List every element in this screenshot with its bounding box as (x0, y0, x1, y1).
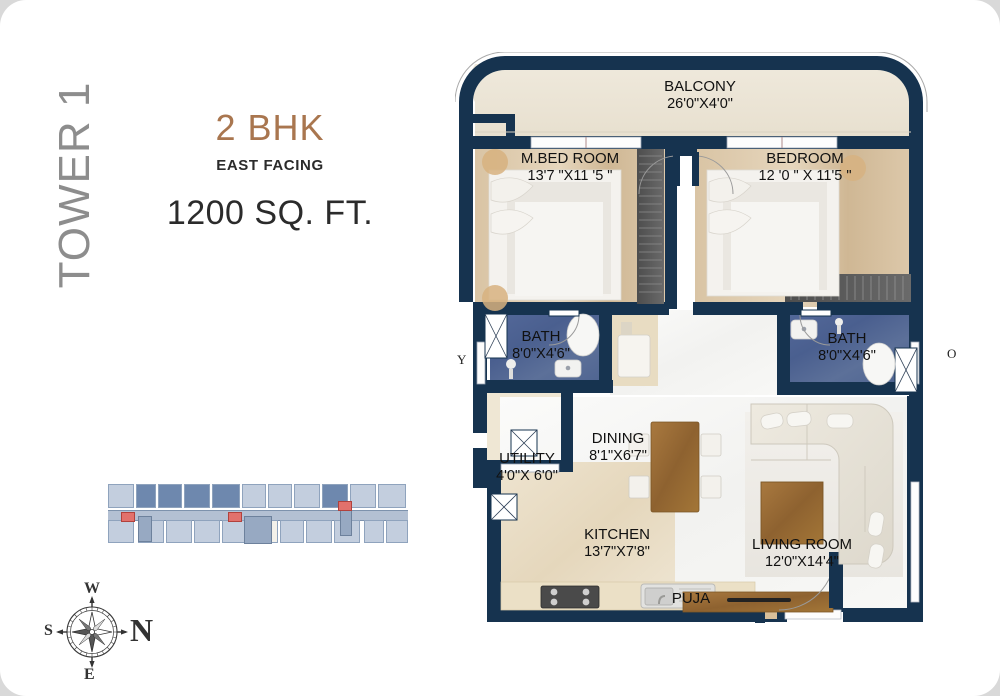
keyplan-core (244, 516, 272, 544)
keyplan-unit (268, 484, 292, 508)
bedroom2-door-swing (694, 155, 734, 195)
tv-unit (682, 591, 834, 613)
keyplan-unit (280, 520, 304, 543)
keyplan-unit (194, 520, 220, 543)
floor-plan-svg (455, 52, 928, 623)
master-door-swing (638, 155, 678, 195)
stove-icon (540, 585, 600, 609)
nightstand (482, 285, 508, 311)
keyplan-unit (322, 484, 348, 508)
compass-east-label: E (84, 666, 95, 683)
area-label: 1200 SQ. FT. (166, 193, 374, 232)
dining-set (628, 421, 722, 513)
unit-type-title: 2 BHK (215, 107, 325, 148)
keyplan-unit (350, 484, 376, 508)
wash-counter (617, 322, 651, 378)
keyplan-marker (338, 501, 352, 511)
tower-label: TOWER 1 (50, 81, 99, 289)
bath2-door-swing (799, 314, 831, 346)
keyplan-marker (121, 512, 135, 522)
keyplan-unit (136, 484, 156, 508)
keyplan-unit (306, 520, 332, 543)
keyplan-unit (242, 484, 266, 508)
living-sofa (750, 403, 894, 569)
compass-south-label: S (44, 622, 53, 639)
duct-hatch (484, 313, 918, 521)
keyplan-unit (108, 520, 134, 543)
edge-label-left: Y (457, 352, 467, 367)
keyplan-unit (294, 484, 320, 508)
nightstand (482, 149, 508, 175)
master-wardrobe (637, 149, 664, 304)
keyplan-unit (378, 484, 406, 508)
bath1-door-swing (548, 314, 580, 346)
bath1-fixtures (506, 313, 600, 379)
edge-label-right: O (947, 346, 957, 361)
facing-label: EAST FACING (216, 156, 324, 174)
bath-door-leafs (548, 309, 832, 317)
nightstand (840, 155, 866, 181)
door-leafs (673, 152, 837, 608)
title-block: 2 BHK EAST FACING 1200 SQ. FT. (120, 108, 420, 233)
keyplan-unit (166, 520, 192, 543)
compass-north-label: N (130, 612, 154, 648)
compass-rose: W E S N (44, 580, 168, 683)
keyplan-marker (228, 512, 242, 522)
balcony-floor (469, 64, 913, 142)
keyplan-unit (222, 520, 246, 543)
keyplan-unit (158, 484, 182, 508)
bedroom2-bed-furniture (706, 155, 866, 297)
compass-star-icon (56, 596, 128, 668)
sofa-cushions (760, 410, 885, 569)
keyplan-unit (212, 484, 240, 508)
keyplan-core (340, 508, 352, 536)
compass-west-label: W (84, 580, 100, 597)
dining-chairs (628, 433, 722, 499)
walls (459, 56, 923, 623)
master-bed-furniture (482, 149, 622, 311)
master-wardrobe-lines (639, 155, 662, 293)
floor-plan: BALCONY 26'0"X4'0" M.BED ROOM 13'7 "X11 … (455, 52, 957, 632)
key-plan (108, 482, 408, 544)
coffee-table (760, 481, 824, 545)
keyplan-unit (386, 520, 408, 543)
keyplan-unit (184, 484, 210, 508)
keyplan-core (138, 516, 152, 542)
keyplan-unit (364, 520, 384, 543)
keyplan-unit (108, 484, 134, 508)
plan-outline (455, 52, 928, 112)
